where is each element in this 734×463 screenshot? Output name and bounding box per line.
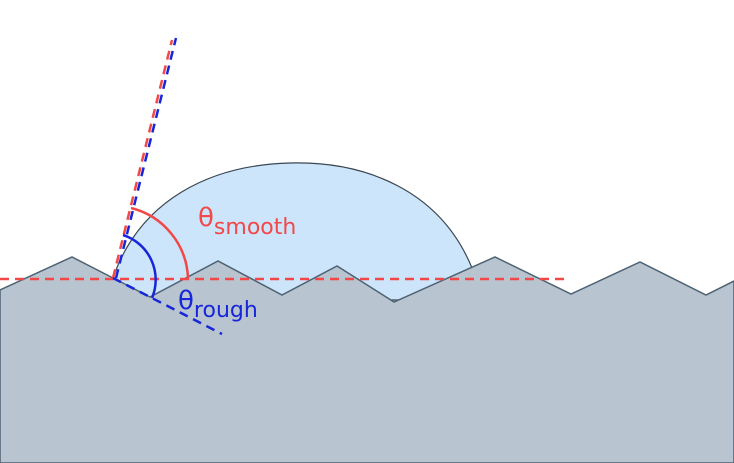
theta-rough-subscript: rough bbox=[193, 298, 258, 323]
rough-slope-line bbox=[112, 276, 223, 336]
rough-surface bbox=[0, 256, 734, 463]
smooth-tangent bbox=[111, 39, 174, 279]
theta-rough-symbol: θ bbox=[178, 286, 194, 316]
theta-rough-label: θrough bbox=[178, 288, 258, 322]
droplet bbox=[112, 162, 473, 301]
theta-smooth-subscript: smooth bbox=[213, 215, 297, 240]
rough-tangent bbox=[114, 37, 178, 279]
theta-smooth-label: θsmooth bbox=[198, 205, 296, 239]
theta-smooth-symbol: θ bbox=[198, 203, 214, 233]
rough-angle-arc bbox=[122, 233, 157, 299]
smooth-angle-arc bbox=[130, 206, 190, 280]
